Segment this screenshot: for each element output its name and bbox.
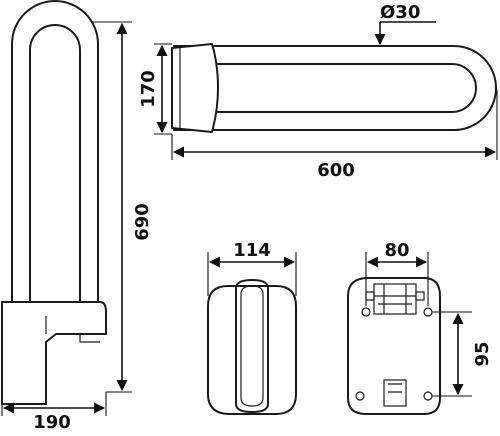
diameter-label: Ø30 [380,2,420,23]
dimension-height: 690 [92,21,153,393]
side-view [1,0,107,405]
side-view-mount-detail [45,316,100,343]
front-view-handle-outer [235,279,269,413]
dimension-plate-width: 80 [365,240,429,306]
front-view [207,279,297,415]
dimension-grip-width: 114 [207,240,297,296]
back-view-hinge-detail [374,284,416,314]
back-view-tab-right [415,291,425,301]
side-view-wall-mount [1,301,107,405]
dimension-length: 600 [171,90,498,181]
hole-spacing-label: 95 [472,341,493,366]
plate-width-label: 80 [384,240,409,261]
mounting-hole-bottom-left [355,391,365,401]
length-label: 600 [317,160,355,181]
mounting-hole-top-left [361,307,371,317]
top-view-rail-outer [173,45,497,131]
dimension-hole-spacing: 95 [432,311,493,397]
front-view-handle-inner [240,285,264,407]
side-view-rail-outer [11,0,99,303]
back-view [347,277,441,415]
front-view-cover [207,285,297,415]
grip-width-label: 114 [233,240,271,261]
dimension-bracket-height: 170 [138,43,172,135]
back-view-slot [383,379,407,407]
dimension-diameter: Ø30 [374,2,436,46]
side-view-rail-inner [29,24,81,303]
top-view [171,43,497,133]
back-view-slot-detail [388,383,402,393]
back-view-plate [347,277,441,415]
bracket-height-label: 170 [138,70,159,108]
dimension-depth: 190 [1,392,107,433]
top-view-bracket [171,43,219,133]
top-view-rail-inner [211,63,477,113]
depth-label: 190 [33,412,71,433]
height-label: 690 [132,203,153,241]
